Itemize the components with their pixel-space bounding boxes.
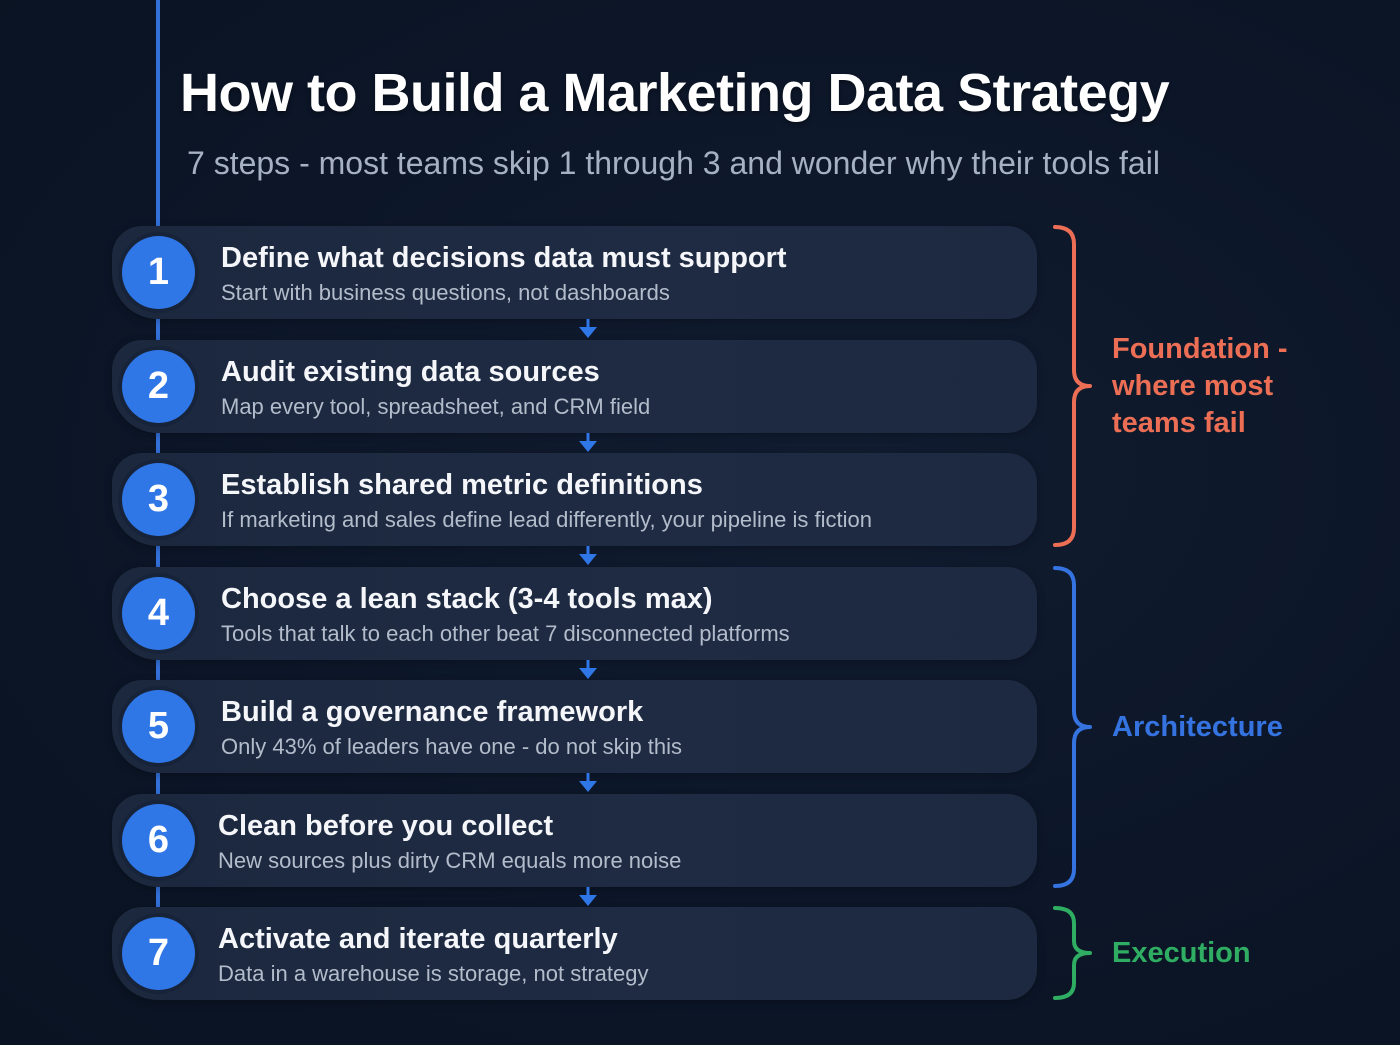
step-description: Data in a warehouse is storage, not stra… — [218, 961, 649, 986]
step-number-badge: 5 — [122, 690, 195, 763]
arrow-down-icon — [579, 319, 597, 338]
step-number-badge: 2 — [122, 350, 195, 423]
architecture-brace-icon — [1053, 566, 1092, 888]
step-title: Audit existing data sources — [221, 356, 600, 388]
step-number-badge: 1 — [122, 236, 195, 309]
step-title: Choose a lean stack (3-4 tools max) — [221, 583, 713, 615]
step-title: Define what decisions data must support — [221, 242, 787, 274]
step-number-badge: 3 — [122, 463, 195, 536]
step-card-3: 3 Establish shared metric definitions If… — [112, 453, 1037, 546]
step-number-badge: 4 — [122, 577, 195, 650]
page-title: How to Build a Marketing Data Strategy — [180, 63, 1170, 123]
page-subtitle: 7 steps - most teams skip 1 through 3 an… — [187, 145, 1160, 181]
group-label-foundation: Foundation - where most teams fail — [1112, 333, 1288, 439]
step-number-badge: 7 — [122, 917, 195, 990]
step-description: New sources plus dirty CRM equals more n… — [218, 848, 682, 873]
arrow-down-icon — [579, 773, 597, 792]
step-description: Map every tool, spreadsheet, and CRM fie… — [221, 394, 651, 419]
arrow-down-icon — [579, 887, 597, 906]
step-description: If marketing and sales define lead diffe… — [221, 507, 872, 532]
step-card-2: 2 Audit existing data sources Map every … — [112, 340, 1037, 433]
foundation-brace-icon — [1053, 225, 1092, 547]
step-title: Activate and iterate quarterly — [218, 923, 618, 955]
step-card-4: 4 Choose a lean stack (3-4 tools max) To… — [112, 567, 1037, 660]
step-card-1: 1 Define what decisions data must suppor… — [112, 226, 1037, 319]
step-title: Clean before you collect — [218, 810, 554, 842]
step-card-5: 5 Build a governance framework Only 43% … — [112, 680, 1037, 773]
step-description: Only 43% of leaders have one - do not sk… — [221, 734, 683, 759]
step-title: Build a governance framework — [221, 696, 644, 728]
execution-brace-icon — [1053, 906, 1092, 1000]
step-title: Establish shared metric definitions — [221, 469, 703, 501]
step-description: Tools that talk to each other beat 7 dis… — [221, 621, 790, 646]
step-number-badge: 6 — [122, 804, 195, 877]
step-description: Start with business questions, not dashb… — [221, 280, 670, 305]
arrow-down-icon — [579, 433, 597, 452]
group-label-architecture: Architecture — [1112, 711, 1283, 743]
step-card-6: 6 Clean before you collect New sources p… — [112, 794, 1037, 887]
group-label-execution: Execution — [1112, 937, 1251, 969]
arrow-down-icon — [579, 546, 597, 565]
step-card-7: 7 Activate and iterate quarterly Data in… — [112, 907, 1037, 1000]
arrow-down-icon — [579, 660, 597, 679]
